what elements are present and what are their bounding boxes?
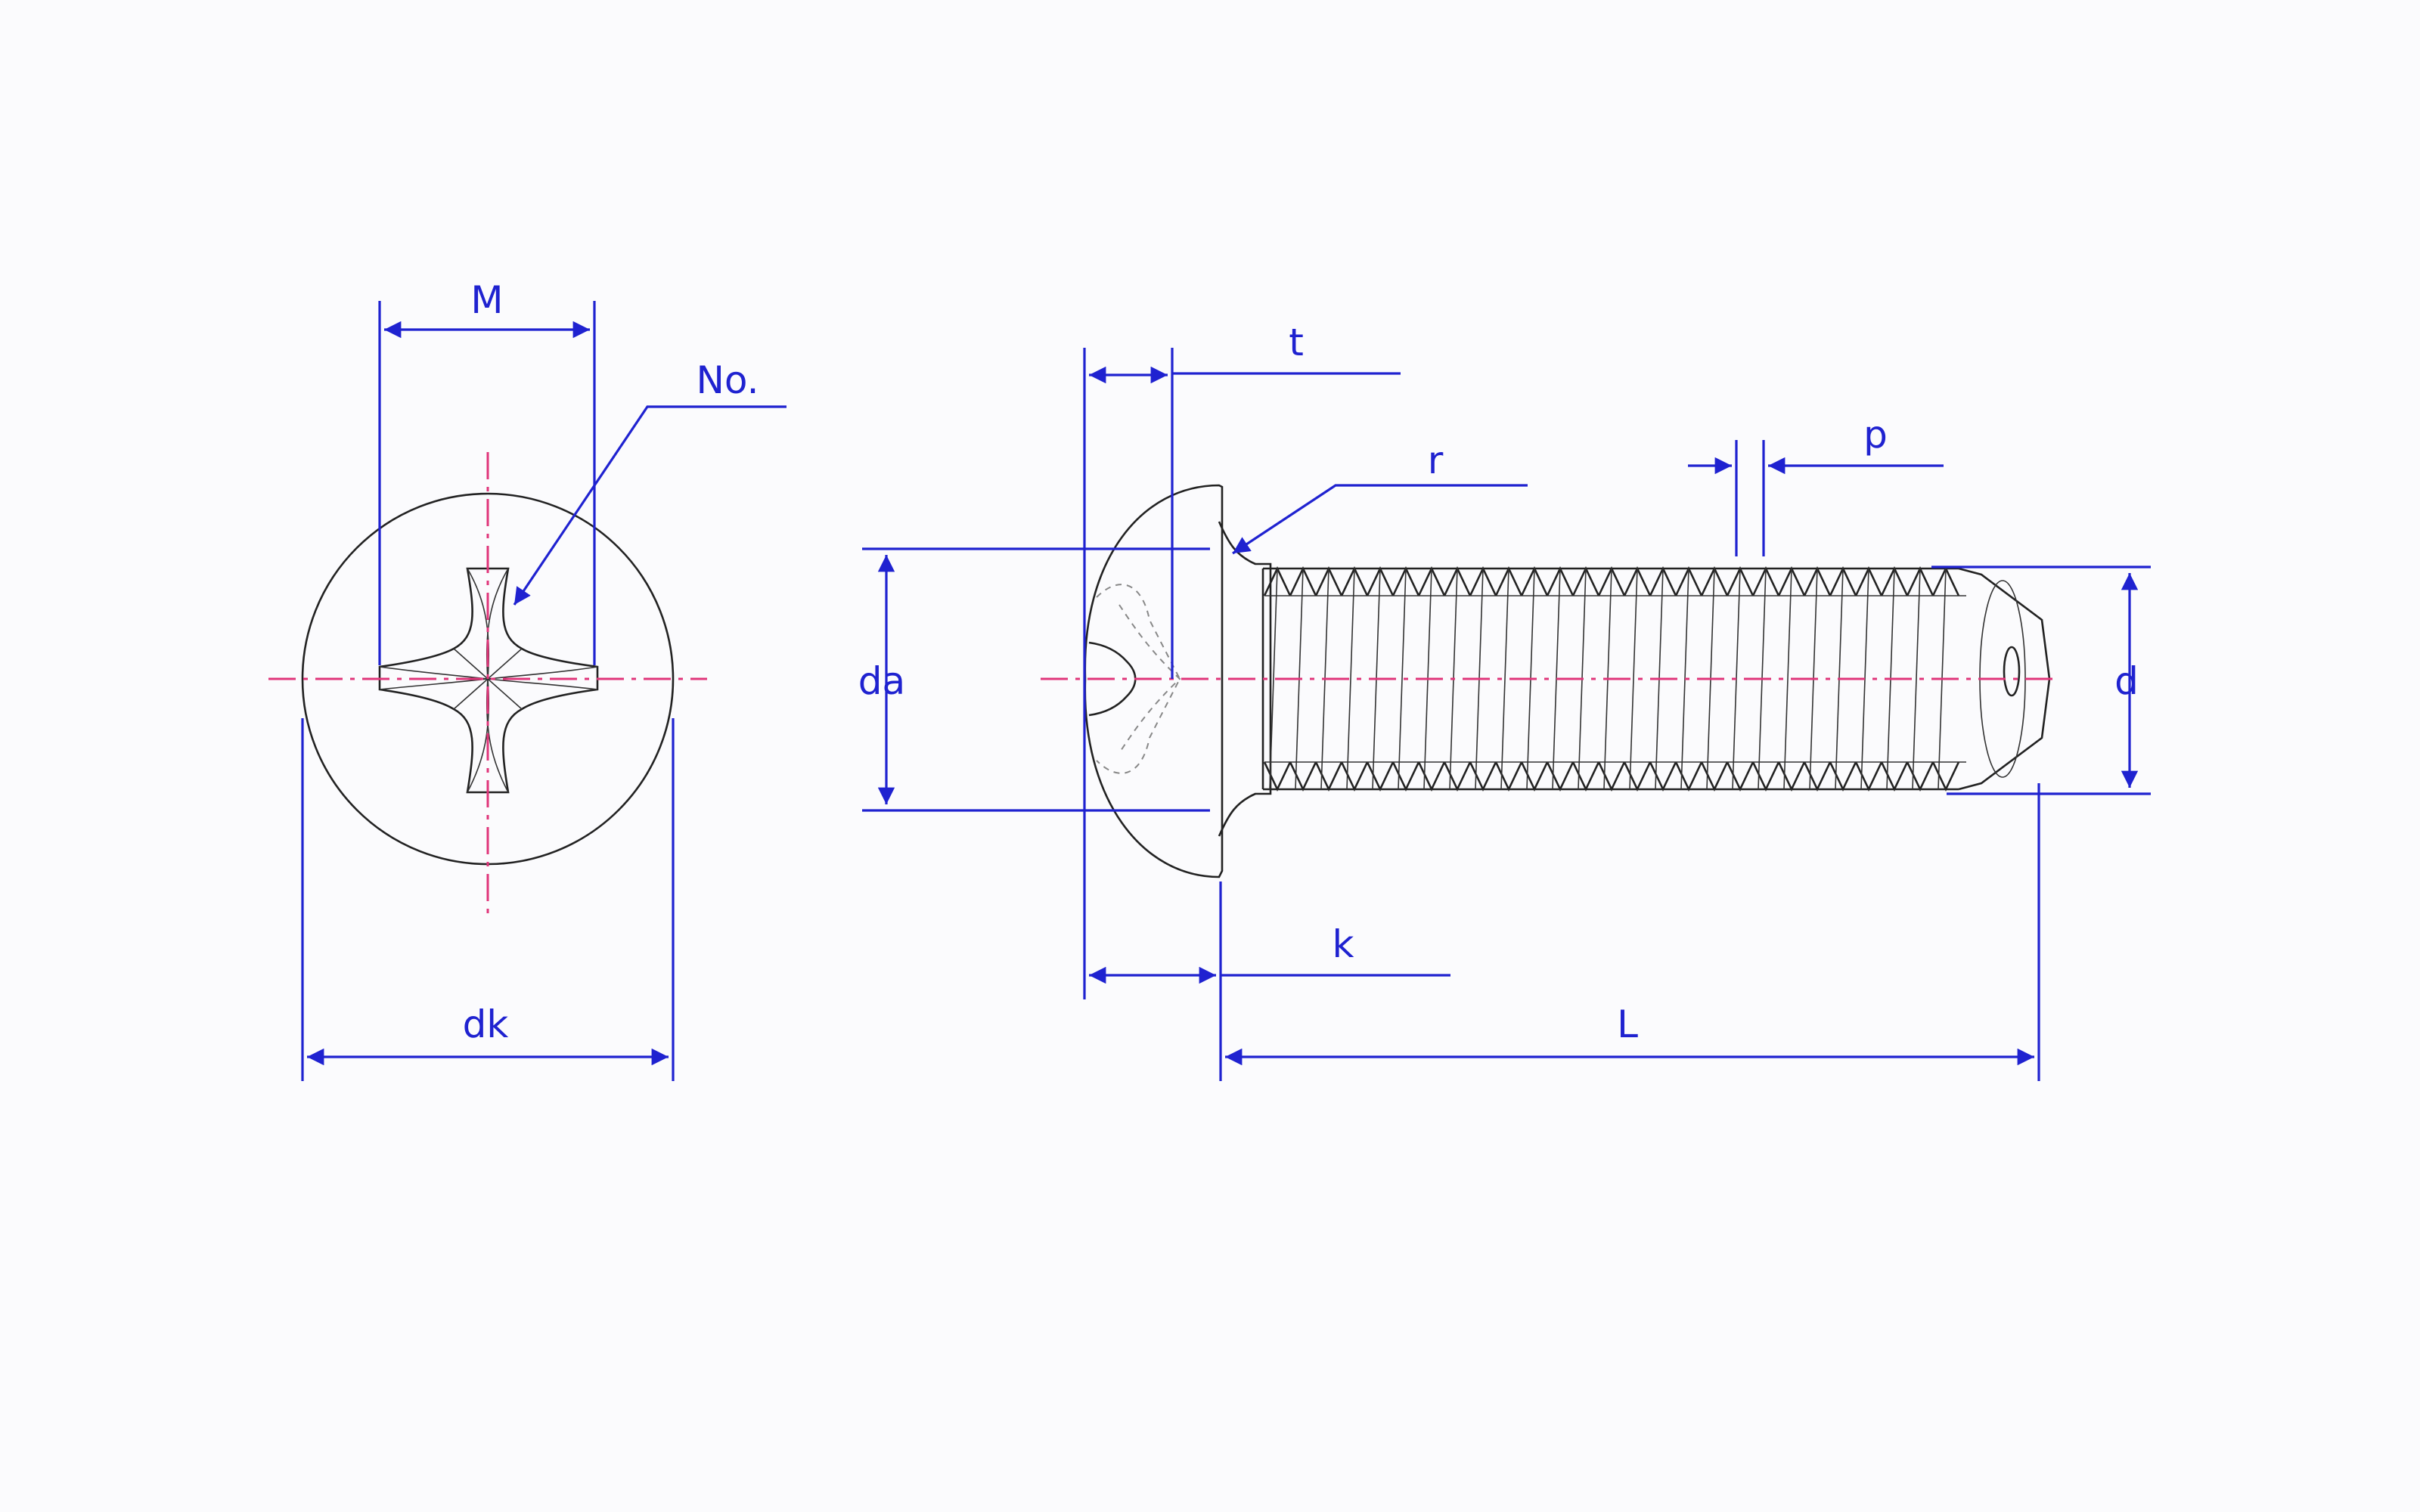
label-r: r (1428, 438, 1444, 482)
thread-teeth-bottom (1263, 761, 1960, 792)
thread-flank-line (1629, 568, 1638, 790)
dimension-p: p (1688, 413, 1944, 556)
leader-No: No. (513, 358, 786, 606)
hidden-recess (1096, 584, 1181, 774)
label-L: L (1617, 1002, 1638, 1046)
head-front-view: M No. dk (268, 278, 786, 1081)
label-k: k (1333, 922, 1354, 966)
leader-r: r (1232, 438, 1528, 555)
label-dk: dk (463, 1002, 509, 1046)
thread-flank-line (1346, 568, 1355, 790)
label-d: d (2114, 659, 2139, 703)
label-t: t (1289, 321, 1304, 364)
head-dome-outline (1084, 484, 1224, 878)
thread-flank-line (1269, 568, 1278, 790)
label-M: M (470, 278, 503, 322)
thread-flank-line (1912, 568, 1921, 790)
dimension-L: L (1225, 783, 2040, 1081)
label-No: No. (696, 358, 759, 402)
dimension-da: da (858, 547, 1210, 812)
screw-side-view: t r p da d (858, 321, 2151, 1081)
dimension-t: t (1083, 321, 1401, 999)
dimension-dk: dk (301, 718, 675, 1081)
label-p: p (1863, 413, 1888, 457)
label-da: da (858, 659, 905, 703)
thread-flank-line (1783, 568, 1792, 790)
thread-flank-line (1500, 568, 1509, 790)
dimension-M: M (378, 278, 596, 665)
dimension-k: k (1089, 881, 1450, 1081)
thread-flank-line (1398, 568, 1407, 790)
phillips-recess (378, 567, 599, 794)
dimension-d: d (1931, 565, 2151, 795)
